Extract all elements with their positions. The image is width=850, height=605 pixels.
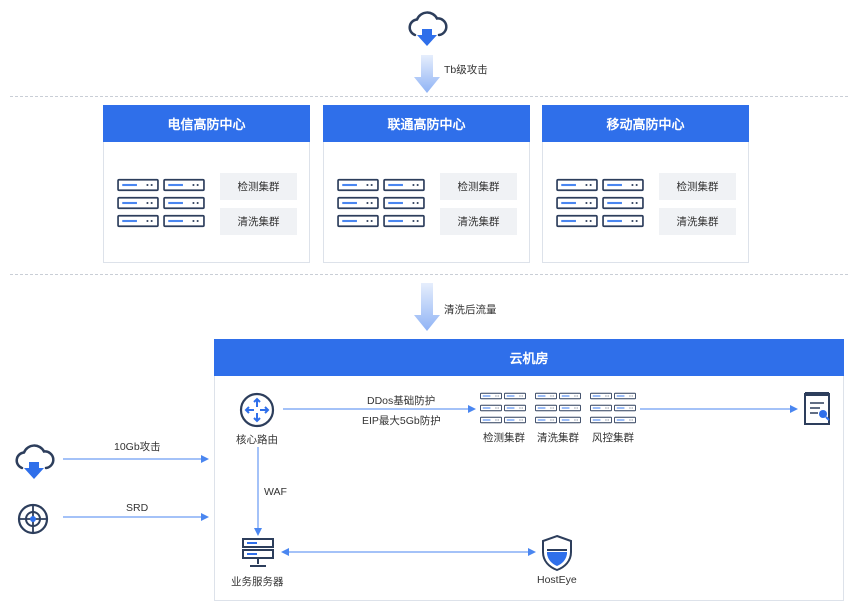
cloud-room-title: 云机房 bbox=[214, 339, 844, 376]
cleaned-traffic-label: 清洗后流量 bbox=[444, 304, 497, 316]
server-icon bbox=[242, 538, 274, 567]
clean-cluster-pill: 清洗集群 bbox=[440, 208, 517, 235]
cluster-clean-label: 清洗集群 bbox=[537, 432, 579, 444]
cluster-risk-label: 风控集群 bbox=[592, 432, 634, 444]
attack-10gb-label: 10Gb攻击 bbox=[114, 441, 161, 453]
cloud-download-icon bbox=[15, 444, 55, 479]
center-card-unicom: 联通高防中心 检测集群 清洗集群 bbox=[323, 105, 530, 263]
detect-cluster-pill: 检测集群 bbox=[659, 173, 736, 200]
shield-icon bbox=[542, 534, 572, 572]
center-title: 移动高防中心 bbox=[542, 105, 749, 142]
center-card-telecom: 电信高防中心 检测集群 清洗集群 bbox=[103, 105, 310, 263]
core-router-label: 核心路由 bbox=[236, 434, 278, 446]
center-card-mobile: 移动高防中心 检测集群 清洗集群 bbox=[542, 105, 749, 263]
cloud-room-panel: 云机房 bbox=[214, 339, 844, 601]
detect-cluster-pill: 检测集群 bbox=[440, 173, 517, 200]
cloud-download-icon bbox=[408, 11, 448, 46]
waf-label: WAF bbox=[264, 486, 287, 498]
flow-down-arrow bbox=[414, 55, 440, 93]
center-title: 电信高防中心 bbox=[103, 105, 310, 142]
report-document-icon bbox=[804, 392, 830, 425]
server-rack-icon bbox=[480, 392, 526, 424]
divider-middle bbox=[10, 274, 848, 275]
flow-down-arrow bbox=[414, 283, 440, 331]
attack-tb-label: Tb级攻击 bbox=[444, 64, 488, 76]
clean-cluster-pill: 清洗集群 bbox=[659, 208, 736, 235]
eip-protection-label: EIP最大5Gb防护 bbox=[362, 415, 441, 427]
target-icon bbox=[17, 503, 49, 535]
center-title: 联通高防中心 bbox=[323, 105, 530, 142]
router-icon bbox=[239, 392, 275, 428]
clean-cluster-pill: 清洗集群 bbox=[220, 208, 297, 235]
detect-cluster-pill: 检测集群 bbox=[220, 173, 297, 200]
srd-label: SRD bbox=[126, 502, 149, 514]
ddos-basic-label: DDos基础防护 bbox=[367, 395, 436, 407]
hosteye-label: HostEye bbox=[537, 574, 577, 586]
cluster-detect-label: 检测集群 bbox=[483, 432, 525, 444]
server-rack-icon bbox=[590, 392, 636, 424]
server-rack-icon bbox=[535, 392, 581, 424]
biz-server-label: 业务服务器 bbox=[231, 576, 284, 588]
divider-top bbox=[10, 96, 848, 97]
